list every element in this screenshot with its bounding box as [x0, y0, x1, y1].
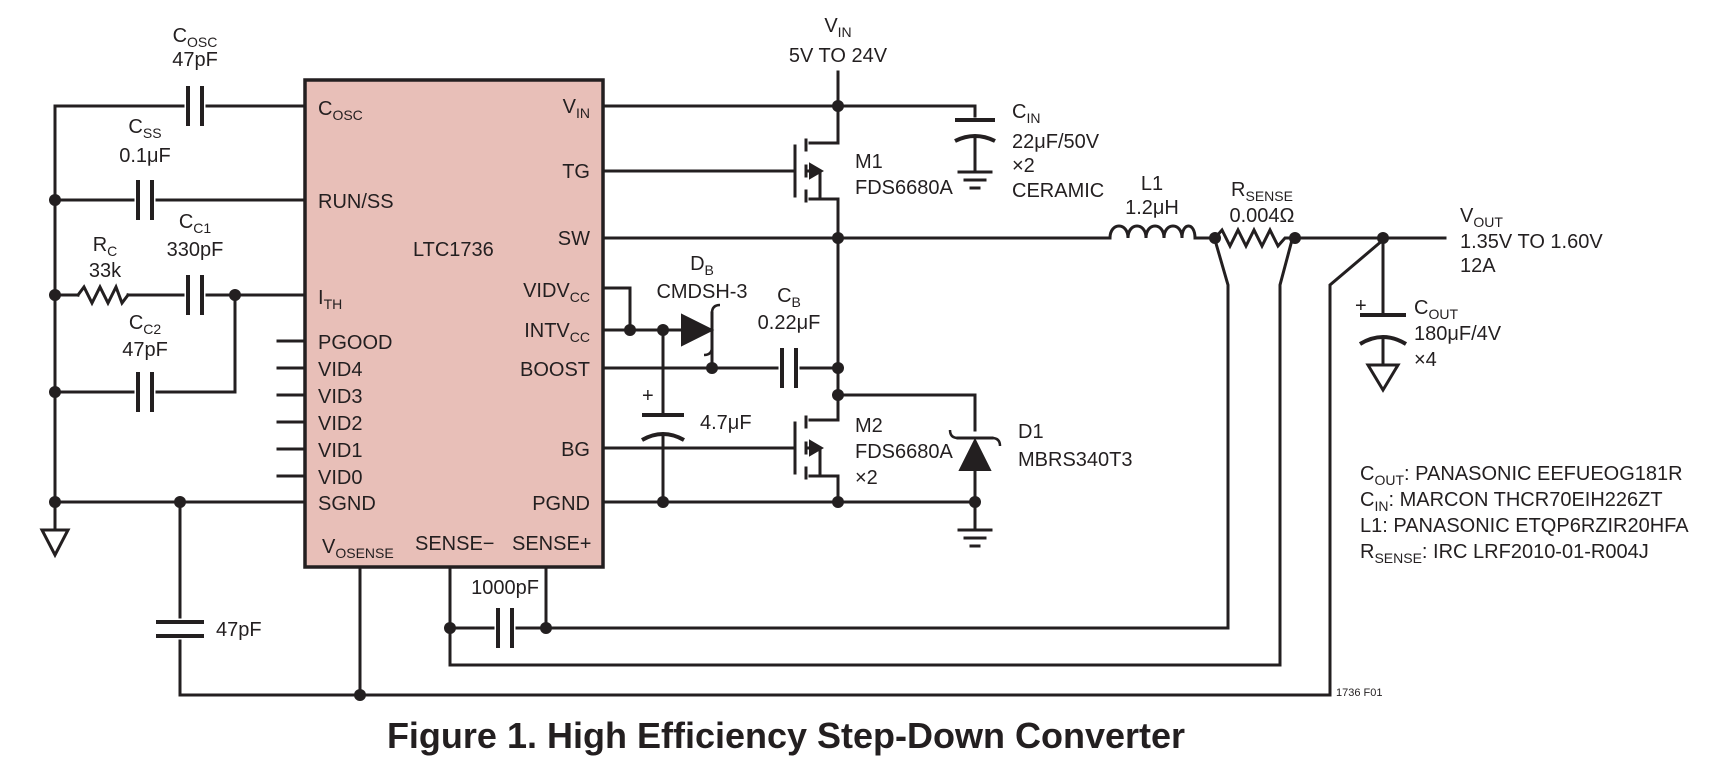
svg-text:×2: ×2	[855, 467, 878, 489]
pin-pgood: PGOOD	[318, 332, 392, 354]
svg-text:0.22μF: 0.22μF	[758, 312, 821, 334]
pin-run-ss: RUN/SS	[318, 191, 394, 213]
rsense-resistor: RSENSE 0.004Ω	[1212, 179, 1297, 250]
svg-text:COUT: COUT	[1414, 297, 1458, 322]
bom-list: COUT: PANASONIC EEFUEOG181R CIN: MARCON …	[1360, 463, 1689, 566]
pin-vid2: VID2	[318, 413, 362, 435]
pin-boost: BOOST	[520, 359, 590, 381]
svg-text:VIN: VIN	[824, 15, 851, 40]
cb-capacitor: CB 0.22μF	[758, 285, 821, 388]
cin-capacitor: CIN 22μF/50V ×2 CERAMIC	[954, 101, 1104, 202]
svg-text:330pF: 330pF	[167, 239, 224, 261]
db-diode: DB CMDSH-3	[656, 253, 748, 357]
svg-text:1.2μH: 1.2μH	[1125, 197, 1179, 219]
svg-text:L1: L1	[1141, 173, 1163, 195]
cc1-capacitor: CC1 330pF	[167, 211, 224, 315]
pgnd-ground-symbol	[957, 528, 993, 548]
svg-text:D1: D1	[1018, 421, 1044, 443]
m1-mosfet: M1 FDS6680A	[793, 138, 953, 203]
vout-label: VOUT 1.35V TO 1.60V 12A	[1460, 205, 1603, 277]
d1-diode: D1 MBRS340T3	[948, 421, 1133, 471]
cosc-capacitor: COSC 47pF	[172, 25, 218, 126]
bom-cout: COUT: PANASONIC EEFUEOG181R	[1360, 463, 1683, 488]
wires	[53, 70, 1447, 697]
pin-tg: TG	[562, 161, 590, 183]
svg-text:×4: ×4	[1414, 349, 1437, 371]
pin-sense-minus: SENSE−	[415, 533, 494, 555]
bom-l1: L1: PANASONIC ETQP6RZIR20HFA	[1360, 515, 1689, 537]
svg-text:22μF/50V: 22μF/50V	[1012, 131, 1100, 153]
bom-cin: CIN: MARCON THCR70EIH226ZT	[1360, 489, 1663, 514]
vin-label: VIN 5V TO 24V	[789, 15, 888, 67]
svg-text:12A: 12A	[1460, 255, 1496, 277]
m2-mosfet: M2 FDS6680A ×2	[793, 415, 953, 489]
sgnd-ground-symbol	[39, 528, 71, 559]
junction-dots	[49, 100, 1389, 701]
svg-text:M1: M1	[855, 151, 883, 173]
css-capacitor: CSS 0.1μF	[119, 116, 171, 220]
svg-text:CB: CB	[777, 285, 801, 310]
svg-text:COSC: COSC	[173, 25, 218, 50]
svg-text:1000pF: 1000pF	[471, 577, 539, 599]
svg-text:VOUT: VOUT	[1460, 205, 1503, 230]
svg-text:CC1: CC1	[179, 211, 212, 236]
svg-text:RSENSE: RSENSE	[1231, 179, 1293, 204]
cout-capacitor: + COUT 180μF/4V ×4	[1355, 295, 1502, 393]
svg-text:CSS: CSS	[128, 116, 161, 141]
svg-text:180μF/4V: 180μF/4V	[1414, 323, 1502, 345]
cc2-capacitor: CC2 47pF	[122, 312, 168, 412]
figure-caption: Figure 1. High Efficiency Step-Down Conv…	[387, 715, 1185, 756]
svg-text:47pF: 47pF	[122, 339, 168, 361]
vosense-47pf-capacitor: 47pF	[156, 619, 262, 641]
svg-text:FDS6680A: FDS6680A	[855, 441, 953, 463]
svg-text:RC: RC	[93, 234, 118, 259]
pin-bg: BG	[561, 439, 590, 461]
svg-text:×2: ×2	[1012, 155, 1035, 177]
svg-text:CERAMIC: CERAMIC	[1012, 180, 1104, 202]
svg-text:47pF: 47pF	[172, 49, 218, 71]
pin-sense-plus: SENSE+	[512, 533, 591, 555]
svg-text:5V TO 24V: 5V TO 24V	[789, 45, 888, 67]
svg-text:0.004Ω: 0.004Ω	[1230, 205, 1295, 227]
bom-rsense: RSENSE: IRC LRF2010-01-R004J	[1360, 541, 1649, 566]
l1-inductor: L1 1.2μH	[1108, 173, 1197, 240]
svg-text:47pF: 47pF	[216, 619, 262, 641]
pin-vid0: VID0	[318, 467, 362, 489]
pin-vid3: VID3	[318, 386, 362, 408]
figure-ref-code: 1736 F01	[1336, 687, 1382, 699]
pin-pgnd: PGND	[532, 493, 590, 515]
pin-vid1: VID1	[318, 440, 362, 462]
svg-text:+: +	[1355, 295, 1367, 317]
pin-sw: SW	[558, 228, 590, 250]
sense-1000pf-capacitor: 1000pF	[471, 577, 539, 648]
svg-text:CC2: CC2	[129, 312, 162, 337]
svg-text:M2: M2	[855, 415, 883, 437]
ltc1736-ic: LTC1736 COSC RUN/SS ITH PGOOD VID4 VID3 …	[303, 78, 605, 569]
ic-part-label: LTC1736	[413, 239, 494, 261]
svg-text:CMDSH-3: CMDSH-3	[656, 281, 747, 303]
pin-sgnd: SGND	[318, 493, 376, 515]
svg-text:FDS6680A: FDS6680A	[855, 177, 953, 199]
pin-vid4: VID4	[318, 359, 362, 381]
svg-text:33k: 33k	[89, 260, 122, 282]
svg-text:+: +	[642, 385, 654, 407]
svg-text:4.7μF: 4.7μF	[700, 412, 752, 434]
rc-resistor: RC 33k	[75, 234, 131, 307]
svg-text:MBRS340T3: MBRS340T3	[1018, 449, 1133, 471]
intvcc-capacitor: + 4.7μF	[641, 385, 752, 442]
svg-text:DB: DB	[690, 253, 714, 278]
svg-text:1.35V TO 1.60V: 1.35V TO 1.60V	[1460, 231, 1603, 253]
svg-text:CIN: CIN	[1012, 101, 1040, 126]
svg-text:0.1μF: 0.1μF	[119, 145, 171, 167]
